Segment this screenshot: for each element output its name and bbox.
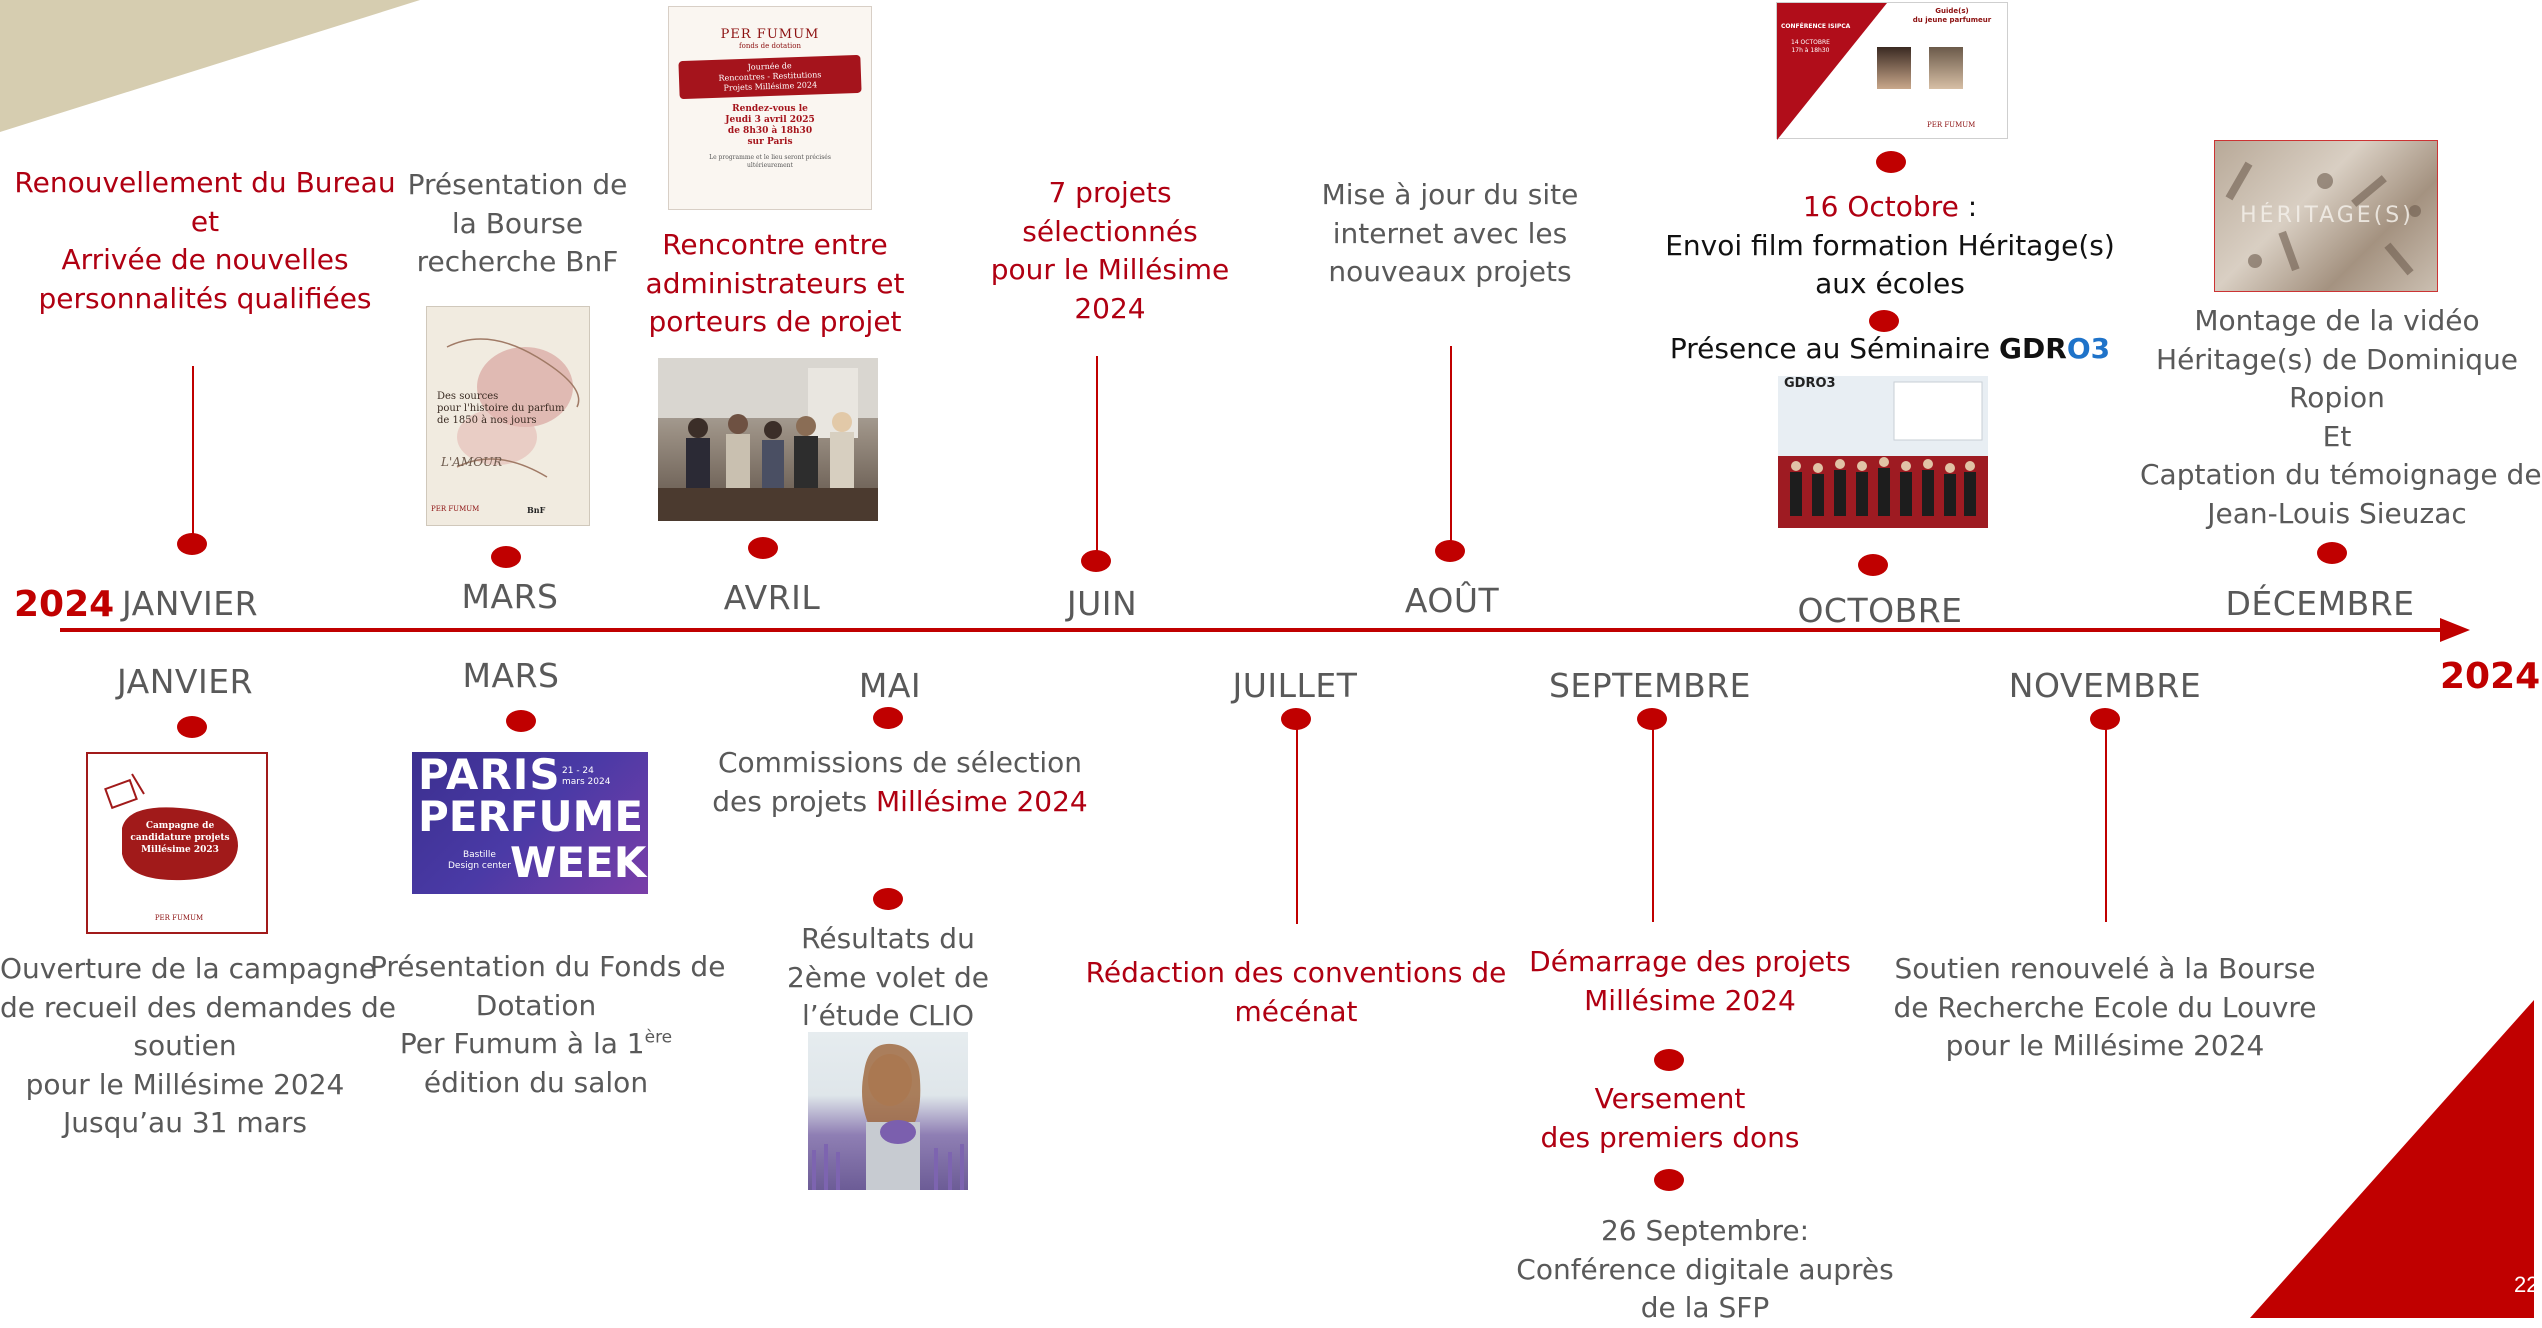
- timeline-dot-bottom-janvier: [177, 716, 207, 738]
- corner-shape-top-left: [0, 0, 420, 132]
- event-mars-bourse-bnf: Présentation de la Bourse recherche BnF: [407, 168, 628, 278]
- month-label-bottom-juillet: JUILLET: [1232, 666, 1358, 705]
- photo-gdro3-seminar: GDRO3: [1778, 376, 1988, 528]
- event-avril-rencontre: Rencontre entre administrateurs et porte…: [645, 228, 905, 338]
- event-septembre-demarrage: Démarrage des projets Millésime 2024: [1529, 945, 1851, 1017]
- event-janvier-campagne: Ouverture de la campagne de recueil des …: [0, 952, 397, 1139]
- connector-line-novembre: [2105, 720, 2107, 922]
- timeline-dot-top-aout: [1435, 540, 1465, 562]
- event-septembre-versement: Versement des premiers dons: [1540, 1082, 1800, 1154]
- corner-shape-bottom-right: [2250, 1000, 2534, 1318]
- connector-line-aout: [1450, 346, 1452, 546]
- timeline-dot-top-octobre: [1858, 554, 1888, 576]
- image-conference-isipca-flyer: CONFÉRENCE ISIPCA 14 OCTOBRE 17h à 18h30…: [1776, 2, 2008, 140]
- timeline-dot-top-avril: [748, 537, 778, 559]
- timeline-dot-bottom-mai: [873, 707, 903, 729]
- month-label-top-decembre: DÉCEMBRE: [2225, 584, 2415, 623]
- timeline-dot-octobre-date: [1876, 151, 1906, 173]
- timeline-dot-top-janvier: [177, 533, 207, 555]
- month-label-top-juin: JUIN: [1066, 584, 1138, 623]
- timeline-dot-bottom-mai-results: [873, 888, 903, 910]
- timeline-dot-bottom-juillet: [1281, 708, 1311, 730]
- event-octobre-date: 16 Octobre : Envoi film formation Hérita…: [1665, 190, 2115, 300]
- timeline-dot-bottom-septembre: [1637, 708, 1667, 730]
- timeline-dot-top-decembre: [2317, 542, 2347, 564]
- timeline-axis: [60, 628, 2444, 632]
- timeline-dot-bottom-septembre-donations: [1654, 1049, 1684, 1071]
- photo-rencontre-meeting: [658, 358, 878, 521]
- month-label-bottom-septembre: SEPTEMBRE: [1548, 666, 1752, 705]
- image-campagne-candidature: Campagne de candidature projets Millésim…: [86, 752, 268, 934]
- connector-line-juillet: [1296, 720, 1298, 924]
- event-juin-projets: 7 projets sélectionnés pour le Millésime…: [990, 176, 1230, 325]
- connector-line-septembre: [1652, 720, 1654, 922]
- month-label-top-aout: AOÛT: [1404, 581, 1500, 620]
- month-label-bottom-mai: MAI: [858, 666, 922, 705]
- connector-line-juin: [1096, 356, 1098, 552]
- month-label-bottom-janvier: JANVIER: [117, 662, 253, 701]
- month-label-bottom-mars: MARS: [462, 656, 560, 695]
- event-mai-commissions: Commissions de sélection des projets Mil…: [712, 746, 1088, 818]
- event-juillet-conventions: Rédaction des conventions de mécénat: [1085, 956, 1507, 1028]
- timeline-dot-top-juin: [1081, 550, 1111, 572]
- image-paris-perfume-week: PARIS PERFUME WEEK 21 - 24 mars 2024 Bas…: [412, 752, 648, 894]
- event-mars-salon: Présentation du Fonds de Dotation Per Fu…: [370, 950, 726, 1099]
- month-label-bottom-novembre: NOVEMBRE: [2008, 666, 2202, 705]
- event-decembre-heritage: Montage de la vidéo Héritage(s) de Domin…: [2140, 304, 2542, 530]
- start-year: 2024: [14, 584, 115, 625]
- page-number: 22: [2514, 1272, 2539, 1297]
- month-label-top-janvier: JANVIER: [122, 584, 258, 623]
- event-janvier-bureau: Renouvellement du Bureau et Arrivée de n…: [14, 166, 396, 315]
- end-year: 2024: [2440, 656, 2541, 697]
- image-poster-rencontres: PER FUMUM fonds de dotation Journée de R…: [668, 6, 872, 210]
- timeline-dot-bottom-mars: [506, 710, 536, 732]
- event-octobre-seminaire: Présence au Séminaire GDRO3: [1669, 332, 2111, 365]
- timeline-dot-bottom-novembre: [2090, 708, 2120, 730]
- event-septembre-conference: 26 Septembre: Conférence digitale auprès…: [1516, 1214, 1894, 1324]
- month-label-top-avril: AVRIL: [723, 578, 821, 617]
- timeline-dot-octobre-seminar: [1869, 310, 1899, 332]
- event-novembre-louvre: Soutien renouvelé à la Bourse de Recherc…: [1893, 952, 2317, 1062]
- month-label-top-octobre: OCTOBRE: [1797, 591, 1963, 630]
- event-mai-resultats-clio: Résultats du 2ème volet de l’étude CLIO: [786, 922, 990, 1032]
- image-bnf-book-cover: Des sources pour l'histoire du parfum de…: [426, 306, 590, 526]
- event-aout-site: Mise à jour du site internet avec les no…: [1321, 178, 1579, 288]
- photo-lavender-clio: [808, 1032, 968, 1190]
- image-heritage-video-thumbnail: HÉRITAGE(S): [2214, 140, 2438, 292]
- timeline-dot-bottom-septembre-conference: [1654, 1169, 1684, 1191]
- connector-line-janvier: [192, 366, 194, 544]
- month-label-top-mars: MARS: [461, 577, 559, 616]
- timeline-arrowhead: [2440, 618, 2470, 642]
- timeline-dot-top-mars: [491, 546, 521, 568]
